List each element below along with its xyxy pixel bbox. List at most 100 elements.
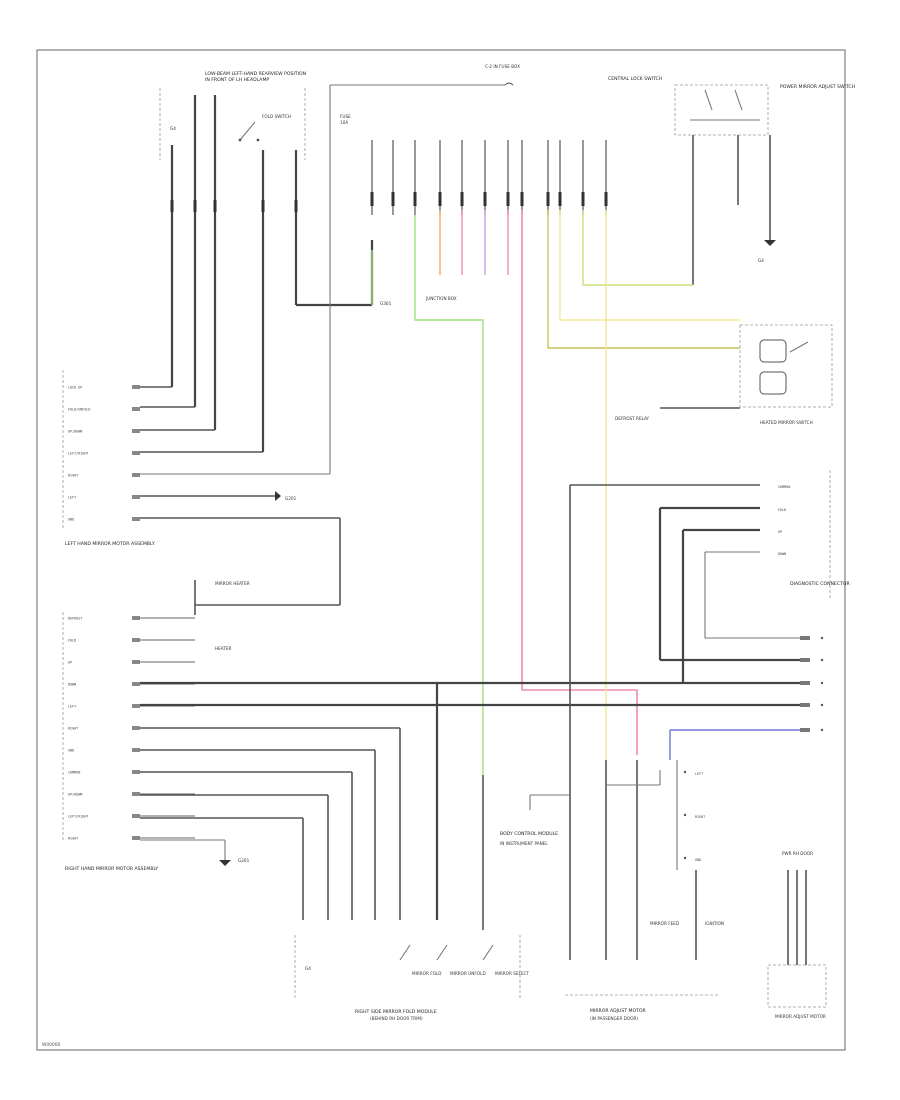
- bus-terminal: [800, 636, 810, 640]
- right-pin-terminal: [132, 748, 140, 752]
- right-pin-label: RIGHT: [68, 837, 78, 841]
- right-pin-label: DEFROST: [68, 617, 82, 621]
- fuse-label: C-2 IN FUSE BOX: [485, 64, 520, 69]
- sensor-label-2: RIGHT: [695, 815, 705, 819]
- bottom-left-ground: G4: [305, 966, 311, 971]
- bus-terminal-dot: [820, 703, 824, 707]
- right-pin-terminal: [132, 660, 140, 664]
- bottom-module-right-sub: (IN PASSENGER DOOR): [590, 1016, 638, 1021]
- pwr-rhd-label: PWR RH DOOR: [782, 851, 813, 856]
- right-module-label: RIGHT HAND MIRROR MOTOR ASSEMBLY: [65, 866, 158, 872]
- mirror-adjust-switch: POWER MIRROR ADJUST SWITCH G4: [674, 84, 855, 285]
- left-pin-terminal: [132, 407, 140, 411]
- right-pin-label: GND: [68, 749, 74, 753]
- switch-b-label: MIRROR UNFOLD: [450, 971, 486, 976]
- bottom-module-left-sub: (BEHIND RH DOOR TRIM): [370, 1016, 423, 1021]
- mirror-adjust-title: POWER MIRROR ADJUST SWITCH: [780, 84, 855, 90]
- bottom-module-left-label: RIGHT SIDE MIRROR FOLD MODULE: [355, 1009, 437, 1015]
- rh-label-down: DOWN: [778, 552, 786, 556]
- heated-mirror-switch: HEATED MIRROR SWITCH DEFROST RELAY: [615, 324, 833, 425]
- bcm-sub-label: IN INSTRUMENT PANEL: [500, 841, 548, 846]
- bus-terminal: [800, 681, 810, 685]
- junction-box-label: JUNCTION BOX: [425, 296, 457, 301]
- mirror-heater-2-label: HEATER: [215, 646, 232, 651]
- right-pin-terminal: [132, 726, 140, 730]
- mirror-adjust-motor: PWR RH DOOR MIRROR ADJUST MOTOR: [767, 851, 827, 1019]
- left-pin-label: FOLD/UNFOLD: [68, 408, 90, 412]
- right-pin-terminal: [132, 682, 140, 686]
- ground-g4-label: G4: [758, 258, 764, 263]
- left-pin-label: UP/DOWN: [68, 430, 82, 434]
- bcm-label: BODY CONTROL MODULE: [500, 831, 558, 837]
- left-mirror-motor: LOCK UPFOLD/UNFOLDUP/DOWNLEFT/RIGHTRIGHT…: [62, 370, 341, 615]
- heated-mirror-switch-label: HEATED MIRROR SWITCH: [760, 420, 813, 425]
- left-module-label: LEFT HAND MIRROR MOTOR ASSEMBLY: [65, 541, 155, 547]
- top-left-ground-label: G4: [170, 126, 176, 131]
- right-pin-terminal: [132, 616, 140, 620]
- left-pin-terminal: [132, 451, 140, 455]
- right-pin-label: RIGHT: [68, 727, 78, 731]
- bottom-fold-module: MIRROR FOLD MIRROR UNFOLD MIRROR SELECT …: [294, 775, 529, 1021]
- left-ground-label: G201: [285, 496, 297, 501]
- switch-a-label: MIRROR FOLD: [412, 971, 441, 976]
- ignition-label: IGNITION: [705, 921, 724, 926]
- right-pin-label: DOWN: [68, 683, 76, 687]
- right-pin-label: UP/DOWN: [68, 793, 82, 797]
- right-pin-label: FOLD: [68, 639, 76, 643]
- right-mirror-motor: DEFROST FOLD UP DOWN LEFT RIGHT GND COMMON UP/DO…: [62, 581, 810, 920]
- fold-switch-label: FOLD SWITCH: [262, 114, 291, 119]
- top-left-connector: LOW-BEAM LEFT-HAND REARVIEW POSITION IN …: [159, 71, 306, 160]
- mirror-heater-label: MIRROR HEATER: [215, 581, 250, 586]
- right-pin-terminal: [132, 814, 140, 818]
- sensor-label-1: LEFT: [695, 772, 703, 776]
- bus-terminal: [800, 703, 810, 707]
- bus-terminal-dot: [820, 636, 824, 640]
- feed-label: MIRROR FEED: [650, 921, 679, 926]
- rh-label-up: UP: [778, 530, 782, 534]
- defrost-relay-label: DEFROST RELAY: [615, 416, 650, 421]
- left-pin-terminal: [132, 385, 140, 389]
- right-pin-label: LEFT/RIGHT: [68, 815, 88, 819]
- motor-label: MIRROR ADJUST MOTOR: [775, 1014, 826, 1019]
- bus-terminal-dot: [820, 658, 824, 662]
- central-switch-label: CENTRAL LOCK SWITCH: [608, 76, 662, 82]
- top-connector-label-1: LOW-BEAM LEFT-HAND REARVIEW POSITION: [205, 71, 306, 77]
- left-pin-label: LEFT: [68, 496, 76, 500]
- bus-terminal-dot: [820, 681, 824, 685]
- right-pin-terminal: [132, 836, 140, 840]
- sensor-label-3: GND: [695, 858, 701, 862]
- footer-code: W00000: [42, 1042, 61, 1048]
- left-door-ground-label: G301: [380, 301, 392, 306]
- right-pin-label: UP: [68, 661, 72, 665]
- top-connector-label-2: IN FRONT OF LH HEADLAMP: [205, 77, 269, 83]
- left-pin-terminal: [132, 473, 140, 477]
- right-pin-terminal: [132, 792, 140, 796]
- right-ground-label: G201: [238, 858, 250, 863]
- left-pin-label: LEFT/RIGHT: [68, 452, 88, 456]
- fuse-main-label: FUSE: [340, 114, 351, 119]
- fuse-amp-label: 10A: [340, 120, 348, 125]
- bottom-adjust-module: MIRROR ADJUST MOTOR (IN PASSENGER DOOR): [565, 994, 720, 1021]
- bus-terminal-dot: [820, 728, 824, 732]
- diagnostic-connector-label: DIAGNOSTIC CONNECTOR: [790, 581, 851, 587]
- left-pin-terminal: [132, 517, 140, 521]
- left-pin-label: RIGHT: [68, 474, 78, 478]
- colored-wires: [371, 210, 810, 775]
- rh-label-fold: FOLD: [778, 508, 786, 512]
- right-pin-terminal: [132, 638, 140, 642]
- left-pin-terminal: [132, 429, 140, 433]
- bus-terminations: [800, 636, 824, 732]
- main-fuse: C-2 IN FUSE BOX FUSE 10A: [340, 64, 520, 125]
- switch-c-label: MIRROR SELECT: [495, 971, 529, 976]
- top-left-wires: [140, 84, 505, 475]
- right-pin-terminal: [132, 770, 140, 774]
- right-pin-label: COMMON: [68, 771, 80, 775]
- left-pin-terminal: [132, 495, 140, 499]
- right-pin-terminal: [132, 704, 140, 708]
- rh-label-pwr: COMMON: [778, 485, 790, 489]
- bus-terminal: [800, 728, 810, 732]
- body-control-module: BODY CONTROL MODULE IN INSTRUMENT PANEL: [500, 760, 661, 960]
- rh-door-connector: COMMON FOLD UP DOWN DIAGNOSTIC CONNECTOR: [569, 470, 851, 960]
